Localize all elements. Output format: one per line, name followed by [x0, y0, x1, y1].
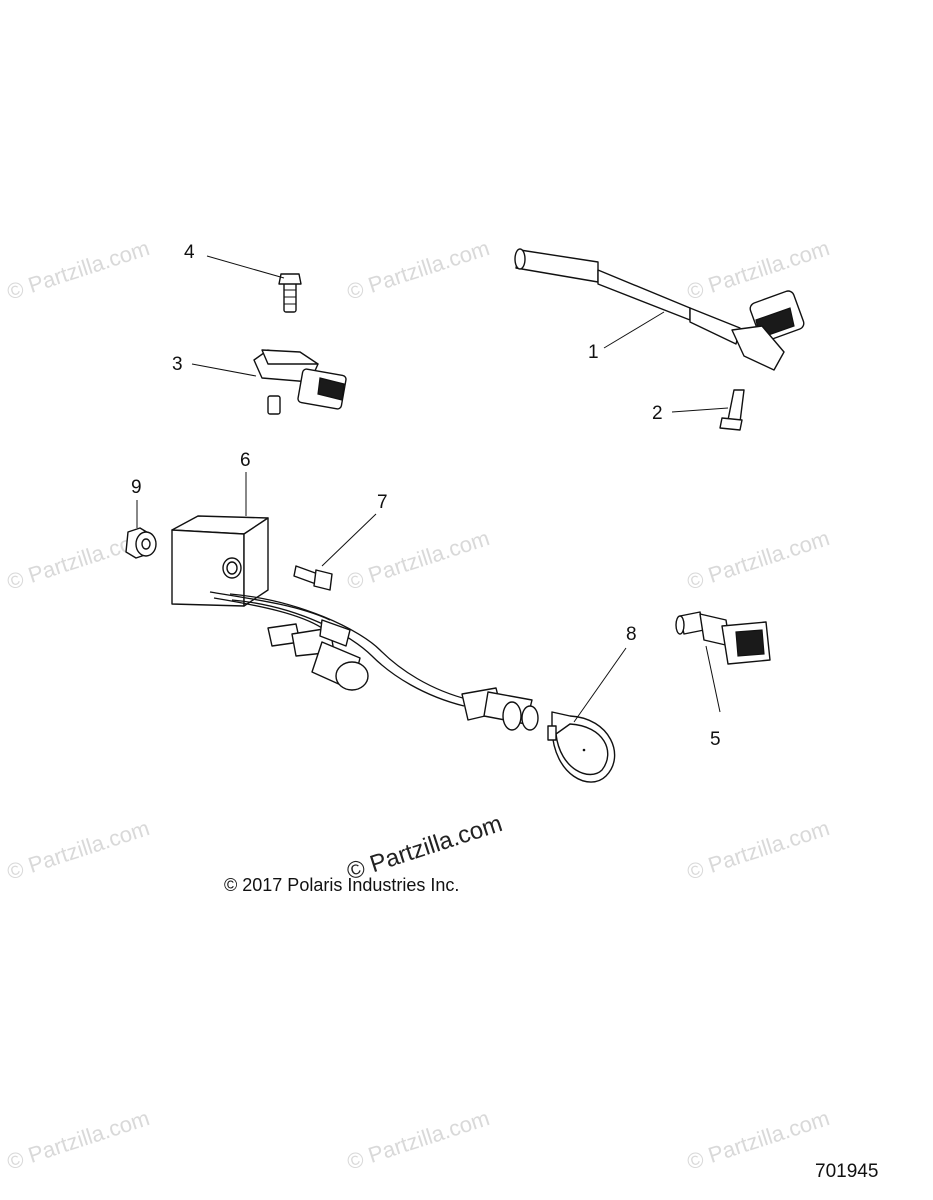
part-2-bolt: [671, 389, 745, 431]
part-1-speed-sensor: [514, 248, 805, 371]
watermark: © Partzilla.com: [684, 235, 833, 305]
part-9-nut: [125, 500, 157, 559]
part-7-bolt: [293, 513, 377, 591]
part-8-gasket: [547, 647, 627, 783]
callout-9: 9: [131, 477, 142, 498]
watermark: © Partzilla.com: [344, 525, 493, 595]
watermark: © Partzilla.com: [344, 1105, 493, 1175]
watermark: © Partzilla.com: [684, 525, 833, 595]
watermark: © Partzilla.com: [4, 815, 153, 885]
watermark: © Partzilla.com: [684, 1105, 833, 1175]
callout-2: 2: [652, 403, 663, 424]
watermark: © Partzilla.com: [4, 1105, 153, 1175]
callout-4: 4: [184, 242, 195, 263]
callout-1: 1: [588, 342, 599, 363]
part-6-module: [171, 472, 539, 731]
callout-5: 5: [710, 729, 721, 750]
callout-3: 3: [172, 354, 183, 375]
callout-7: 7: [377, 492, 388, 513]
watermark-layer: © Partzilla.com © Partzilla.com © Partzi…: [4, 235, 833, 1175]
watermark: © Partzilla.com: [684, 815, 833, 885]
callout-6: 6: [240, 450, 251, 471]
part-5-temp-sensor: [675, 611, 771, 713]
watermark: © Partzilla.com: [4, 235, 153, 305]
part-3-sensor: [191, 349, 347, 415]
watermark: © Partzilla.com: [344, 235, 493, 305]
callout-8: 8: [626, 624, 637, 645]
callout-labels: 1 2 3 4 5 6 7 8 9: [131, 242, 721, 750]
document-number: 701945: [815, 1161, 878, 1182]
copyright-text: © 2017 Polaris Industries Inc.: [224, 875, 459, 895]
part-4-bolt: [206, 255, 302, 313]
